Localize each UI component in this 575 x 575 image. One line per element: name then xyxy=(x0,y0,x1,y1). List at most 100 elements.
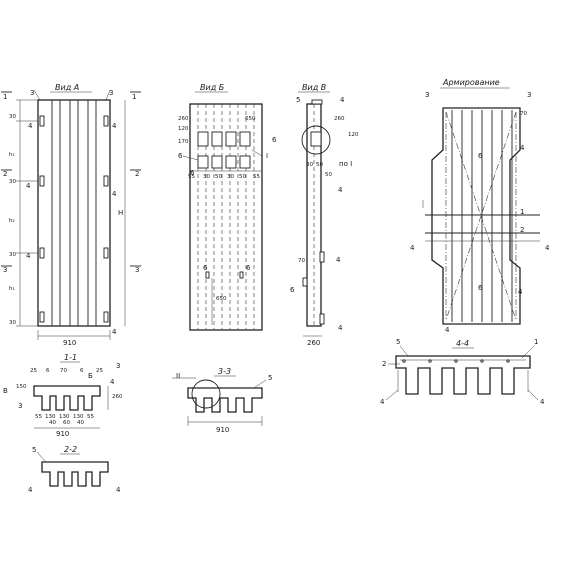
callout-a-4-b: 4 xyxy=(112,122,117,130)
dim-v-30: 30 xyxy=(306,162,313,168)
dim-11-70: 70 xyxy=(60,368,67,374)
dim-b-50-b: 50 xyxy=(239,174,246,180)
callout-11-4: 4 xyxy=(110,378,115,386)
callout-11-3-l: 3 xyxy=(18,402,22,410)
dim-b-650-bottom: 650 xyxy=(216,296,227,302)
callout-arm-6-top: 6 xyxy=(478,152,483,160)
dim-11-910: 910 xyxy=(56,430,69,438)
section-2-2: 2-2 5 4 4 xyxy=(28,445,121,494)
callout-a-3-left: 3 xyxy=(30,89,34,97)
dim-a-30-bottom: 30 xyxy=(9,320,16,326)
dim-b-55-l: 55 xyxy=(188,174,195,180)
callout-arm-4-l: 4 xyxy=(410,244,415,252)
callout-arm-4-b: 4 xyxy=(445,326,450,334)
dim-b-55-r: 55 xyxy=(253,174,260,180)
callout-b-6-d: 6 xyxy=(190,169,195,177)
dim-b-260: 260 xyxy=(178,116,189,122)
dim-arm-70: 70 xyxy=(520,111,527,117)
dim-a-910: 910 xyxy=(63,339,76,347)
callout-arm-4-r2: 4 xyxy=(545,244,550,252)
dim-33-910: 910 xyxy=(216,426,229,434)
section-1-1-title: 1-1 xyxy=(64,353,77,362)
callout-33-II: II xyxy=(176,372,180,380)
mark-a-3-right: 3 xyxy=(135,266,139,274)
dim-v-260: 260 xyxy=(334,116,345,122)
callout-b-6-b: 6 xyxy=(203,264,208,272)
dim-11-40-b: 40 xyxy=(77,420,84,426)
dim-11-55-l: 55 xyxy=(35,414,42,420)
view-armirovanie: Армирование 1 2 3 3 70 4 6 6 4 4 4 4 xyxy=(410,78,550,334)
dim-a-30-mid2: 30 xyxy=(9,252,16,258)
mark-a-3-left: 3 xyxy=(3,266,7,274)
view-v: Вид В 5 4 260 120 6 30 50 по I 50 4 4 70… xyxy=(272,83,359,347)
callout-44-5: 5 xyxy=(396,338,400,346)
dim-11-130-c: 130 xyxy=(73,414,84,420)
dim-11-150: 150 xyxy=(16,384,27,390)
callout-arm-3-l: 3 xyxy=(425,91,429,99)
callout-33-5: 5 xyxy=(268,374,272,382)
callout-arm-3-r: 3 xyxy=(527,91,531,99)
callout-arm-4-r3: 4 xyxy=(518,288,523,296)
mark-a-2-right: 2 xyxy=(135,170,139,178)
callout-v-4-b: 4 xyxy=(338,186,343,194)
dim-b-50-a: 50 xyxy=(215,174,222,180)
callout-11-6-a: 6 xyxy=(46,368,50,374)
callout-a-4-e: 4 xyxy=(26,252,31,260)
dim-11-25-r: 25 xyxy=(96,368,103,374)
callout-v-4-d: 4 xyxy=(338,324,343,332)
callout-22-4-l: 4 xyxy=(28,486,33,494)
view-b: Вид Б 260 120 170 650 650 55 30 50 30 xyxy=(178,83,268,331)
callout-v-poI: по I xyxy=(339,160,352,168)
callout-v-4-c: 4 xyxy=(336,256,341,264)
callout-v-5: 5 xyxy=(296,96,300,104)
callout-arm-1: 1 xyxy=(520,208,524,216)
dim-11-25-l: 25 xyxy=(30,368,37,374)
section-3-3: 3-3 II 5 910 xyxy=(172,367,272,434)
dim-11-130-b: 130 xyxy=(59,414,70,420)
dim-a-h1-top: h₁ xyxy=(9,152,15,158)
callout-a-4-d: 4 xyxy=(112,190,117,198)
view-a: Вид А 30 h₁ 30 h₂ 30 h₁ 30 H xyxy=(1,83,141,347)
dim-v-120: 120 xyxy=(348,132,359,138)
callout-arm-6-bottom: 6 xyxy=(478,284,483,292)
callout-44-2: 2 xyxy=(382,360,386,368)
dim-11-40-a: 40 xyxy=(49,420,56,426)
section-4-4: 4-4 5 1 2 4 4 xyxy=(380,338,545,406)
dim-v-70: 70 xyxy=(298,258,305,264)
dim-a-H: H xyxy=(118,209,123,217)
dim-a-h1-bottom: h₁ xyxy=(9,286,15,292)
view-b-title: Вид Б xyxy=(200,83,225,92)
dim-a-30-top: 30 xyxy=(9,114,16,120)
callout-b-I: I xyxy=(266,152,268,160)
section-4-4-title: 4-4 xyxy=(456,339,469,348)
section-1-1: 1-1 25 6 70 6 25 3 Б 4 В 150 3 260 55 13… xyxy=(3,353,123,438)
callout-b-6-c: 6 xyxy=(246,264,251,272)
callout-arm-4-r1: 4 xyxy=(520,144,525,152)
dim-b-30-b: 30 xyxy=(227,174,234,180)
callout-b-6-a: 6 xyxy=(178,152,183,160)
dim-a-h2: h₂ xyxy=(9,218,15,224)
callout-44-1: 1 xyxy=(534,338,538,346)
callout-22-4-r: 4 xyxy=(116,486,121,494)
dim-v-260-bottom: 260 xyxy=(307,339,320,347)
callout-11-6-b: 6 xyxy=(80,368,84,374)
callout-a-4-a: 4 xyxy=(28,122,33,130)
callout-11-3: 3 xyxy=(116,362,120,370)
callout-arm-2: 2 xyxy=(520,226,524,234)
callout-a-4-c: 4 xyxy=(26,182,31,190)
section-3-3-title: 3-3 xyxy=(218,367,231,376)
dim-b-30-a: 30 xyxy=(203,174,210,180)
dim-11-60: 60 xyxy=(63,420,70,426)
callout-11-B: Б xyxy=(88,372,93,380)
dim-v-50-a: 50 xyxy=(316,162,323,168)
callout-v-6: 6 xyxy=(272,136,277,144)
section-2-2-title: 2-2 xyxy=(64,445,77,454)
view-v-title: Вид В xyxy=(302,83,326,92)
view-a-title: Вид А xyxy=(55,83,79,92)
callout-44-4-r: 4 xyxy=(540,398,545,406)
dim-b-120: 120 xyxy=(178,126,189,132)
mark-a-2-left: 2 xyxy=(3,170,7,178)
dim-11-130-a: 130 xyxy=(45,414,56,420)
callout-22-5: 5 xyxy=(32,446,36,454)
